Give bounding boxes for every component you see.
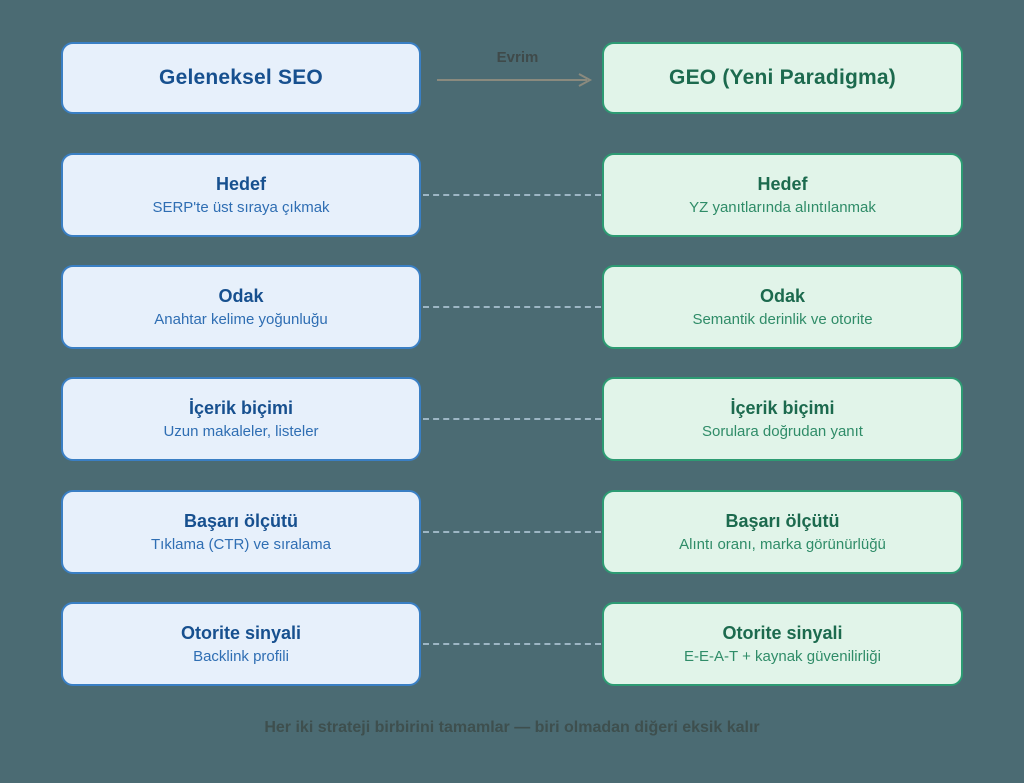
right-arrow-icon: [437, 73, 593, 87]
evolution-arrow-label: Evrim: [496, 49, 539, 66]
row-connector-line: [423, 194, 601, 198]
comparison-left-subtitle: SERP'te üst sıraya çıkmak: [152, 199, 330, 216]
comparison-row: Başarı ölçütü Tıklama (CTR) ve sıralama …: [0, 490, 1024, 574]
comparison-right-subtitle: E-E-A-T + kaynak güvenilirliği: [684, 648, 881, 665]
comparison-card-left: Hedef SERP'te üst sıraya çıkmak: [61, 153, 421, 237]
comparison-right-subtitle: Semantik derinlik ve otorite: [692, 311, 873, 328]
comparison-card-right: Otorite sinyali E-E-A-T + kaynak güvenil…: [602, 602, 963, 686]
comparison-card-left: Başarı ölçütü Tıklama (CTR) ve sıralama: [61, 490, 421, 574]
comparison-left-title: İçerik biçimi: [188, 397, 294, 418]
header-right-title: GEO (Yeni Paradigma): [669, 66, 896, 89]
comparison-left-title: Otorite sinyali: [180, 622, 302, 643]
comparison-right-subtitle: Alıntı oranı, marka görünürlüğü: [679, 536, 886, 553]
comparison-left-subtitle: Backlink profili: [193, 648, 289, 665]
comparison-left-subtitle: Tıklama (CTR) ve sıralama: [150, 536, 332, 553]
comparison-right-subtitle: Sorulara doğrudan yanıt: [702, 423, 863, 440]
comparison-right-title: İçerik biçimi: [730, 397, 835, 418]
row-connector-line: [423, 531, 601, 535]
comparison-left-title: Hedef: [215, 173, 266, 194]
comparison-right-title: Başarı ölçütü: [725, 510, 840, 531]
comparison-card-left: Odak Anahtar kelime yoğunluğu: [61, 265, 421, 349]
header-left-title: Geleneksel SEO: [159, 66, 323, 89]
comparison-card-right: Başarı ölçütü Alıntı oranı, marka görünü…: [602, 490, 963, 574]
row-connector-line: [423, 643, 601, 647]
header-card-geo: GEO (Yeni Paradigma): [602, 42, 963, 114]
comparison-card-right: Odak Semantik derinlik ve otorite: [602, 265, 963, 349]
comparison-row: Odak Anahtar kelime yoğunluğu Odak Seman…: [0, 265, 1024, 349]
header-card-traditional-seo: Geleneksel SEO: [61, 42, 421, 114]
comparison-right-title: Otorite sinyali: [722, 622, 843, 643]
comparison-row: Hedef SERP'te üst sıraya çıkmak Hedef YZ…: [0, 153, 1024, 237]
header-row: Geleneksel SEO Evrim GEO (Yeni Paradigma…: [0, 42, 1024, 114]
row-connector-line: [423, 306, 601, 310]
comparison-right-title: Hedef: [757, 173, 808, 194]
comparison-left-subtitle: Uzun makaleler, listeler: [163, 423, 319, 440]
comparison-left-title: Başarı ölçütü: [183, 510, 299, 531]
comparison-card-left: İçerik biçimi Uzun makaleler, listeler: [61, 377, 421, 461]
comparison-card-left: Otorite sinyali Backlink profili: [61, 602, 421, 686]
comparison-card-right: İçerik biçimi Sorulara doğrudan yanıt: [602, 377, 963, 461]
comparison-row: Otorite sinyali Backlink profili Otorite…: [0, 602, 1024, 686]
comparison-card-right: Hedef YZ yanıtlarında alıntılanmak: [602, 153, 963, 237]
row-connector-line: [423, 418, 601, 422]
footer-note: Her iki strateji birbirini tamamlar — bi…: [264, 719, 760, 736]
evolution-arrow: Evrim: [437, 42, 598, 114]
comparison-right-subtitle: YZ yanıtlarında alıntılanmak: [689, 199, 876, 216]
comparison-right-title: Odak: [759, 285, 806, 306]
comparison-left-subtitle: Anahtar kelime yoğunluğu: [154, 311, 328, 328]
comparison-left-title: Odak: [218, 285, 264, 306]
comparison-row: İçerik biçimi Uzun makaleler, listeler İ…: [0, 377, 1024, 461]
